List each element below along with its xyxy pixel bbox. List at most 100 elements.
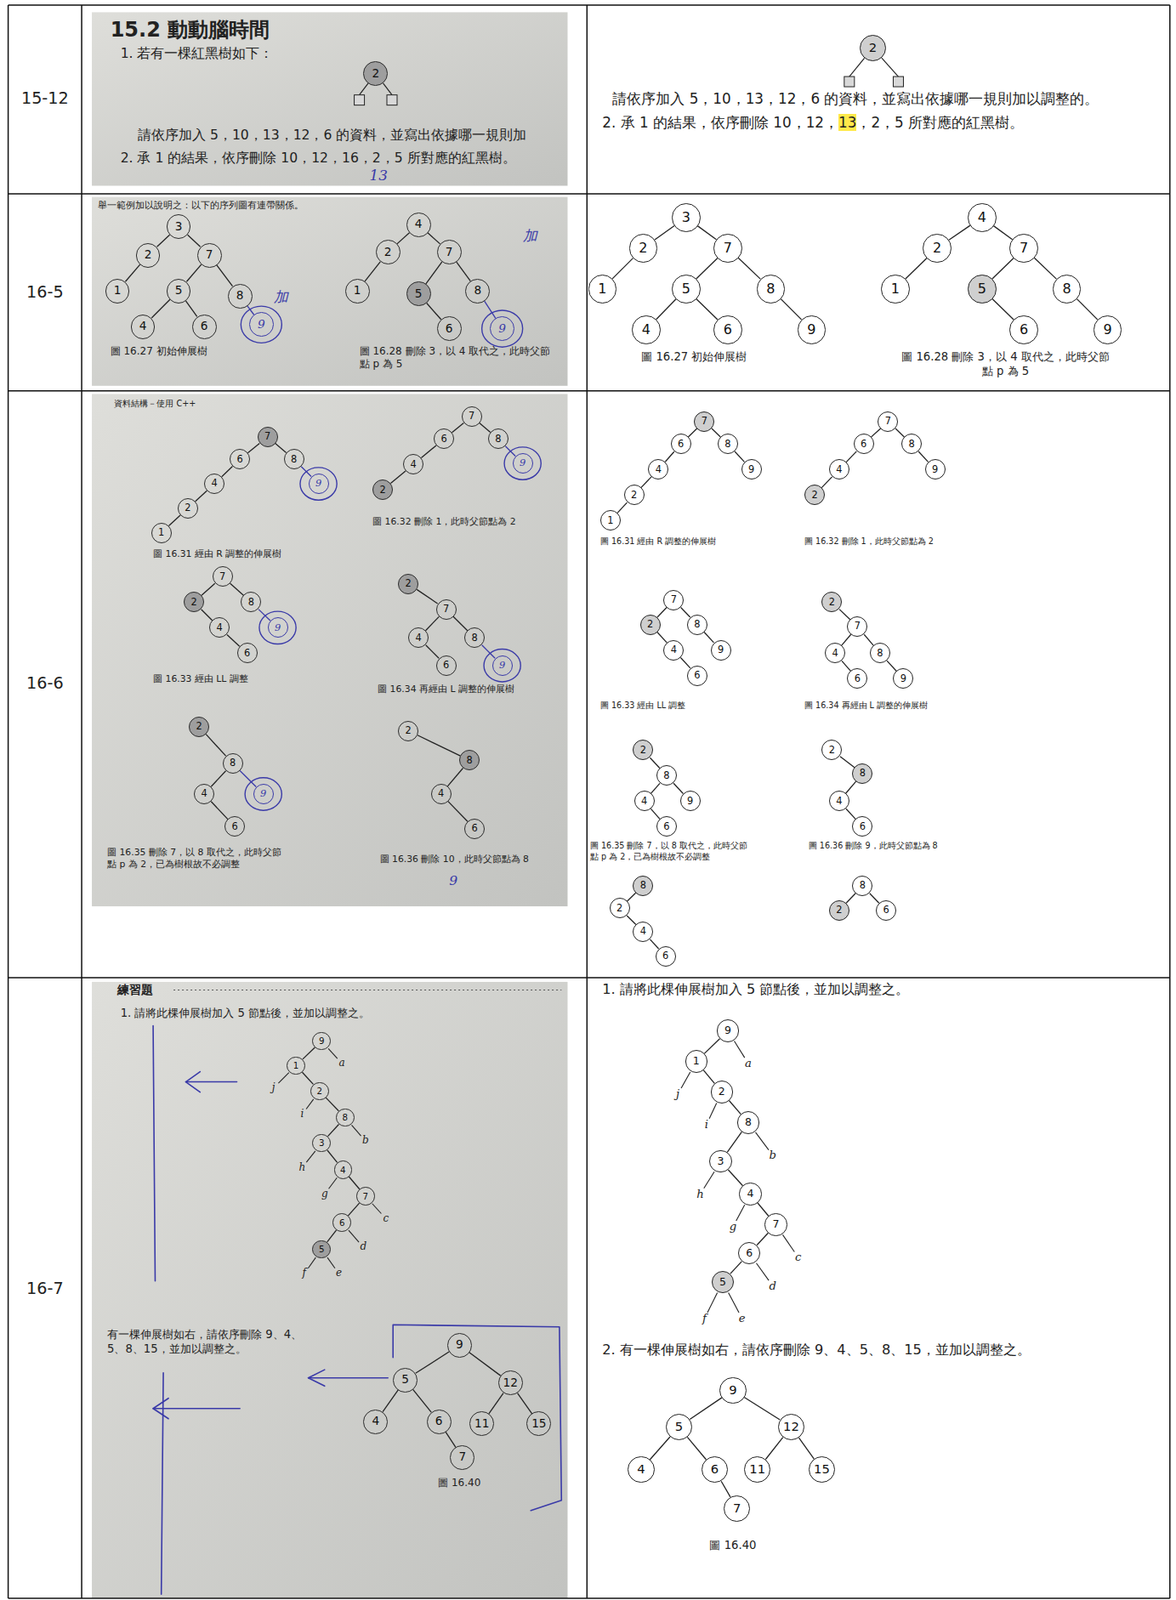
node-key: 7 <box>854 621 861 631</box>
subtree-letter: f <box>302 1266 307 1281</box>
subtree-letter: h <box>696 1187 705 1202</box>
row-label: 16-7 <box>26 1278 64 1301</box>
tree-node: 4 <box>632 921 654 943</box>
subtree-line <box>329 1177 338 1189</box>
tree-node: 2 <box>624 484 645 506</box>
tree-node: 6 <box>436 655 457 677</box>
node-key: 8 <box>466 755 473 766</box>
tree-edge <box>327 1230 337 1243</box>
tree-node: 4 <box>631 315 661 345</box>
subtree-line <box>352 1124 362 1137</box>
node-key: 2 <box>932 241 942 256</box>
tree-edge <box>453 616 468 631</box>
node-key: 15 <box>531 1418 546 1431</box>
tree-edge <box>210 771 226 787</box>
node-key: 2 <box>638 241 648 256</box>
tree-edge <box>992 298 1014 320</box>
node-key: 8 <box>229 758 236 768</box>
node-key: 4 <box>215 623 222 633</box>
figure-caption: 圖 16.33 經由 LL 調整 <box>153 673 249 686</box>
figure-caption: 圖 16.27 初始伸展樹 <box>641 349 747 364</box>
figure-caption: 圖 16.27 初始伸展樹 <box>110 345 208 359</box>
tree-edge <box>124 264 140 282</box>
tree-node: 3 <box>671 203 701 233</box>
handwritten-note: 9 <box>448 872 458 890</box>
node-key: 8 <box>640 880 647 891</box>
tree-node: 8 <box>284 448 305 470</box>
node-key: 11 <box>474 1418 489 1431</box>
tree-node: 7 <box>436 599 457 620</box>
node-key: 4 <box>636 1463 645 1477</box>
tree-edge <box>390 471 406 484</box>
tree-edge <box>780 299 802 320</box>
tree-edge <box>201 609 213 621</box>
tree-edge <box>744 1397 780 1421</box>
node-key: 2 <box>195 721 202 732</box>
tree-edge <box>798 1437 814 1460</box>
node-key: 6 <box>745 1248 753 1260</box>
node-key: 6 <box>1019 323 1029 337</box>
tree-node: 4 <box>967 203 997 233</box>
tree-edge <box>721 1481 731 1498</box>
subtree-letter: i <box>704 1117 709 1132</box>
tree-node: 8 <box>1052 274 1082 304</box>
tree-edge <box>230 583 245 596</box>
photo-background <box>91 197 568 387</box>
tree-node: 2 <box>188 716 210 738</box>
table-rule <box>1169 5 1171 1599</box>
tree-edge <box>426 303 442 320</box>
handwritten-circle <box>483 649 521 682</box>
node-key: 5 <box>401 1374 410 1387</box>
handwritten-note: 加 <box>522 227 538 246</box>
tree-node: 6 <box>687 665 708 687</box>
text-line: 2. 承 1 的結果，依序刪除 10，12，13，2，5 所對應的紅黑樹。 <box>602 113 1024 133</box>
node-key: 2 <box>718 1086 726 1098</box>
node-key: 9 <box>748 465 755 475</box>
figure-caption: 圖 16.31 經由 R 調整的伸展樹 <box>153 548 282 561</box>
exercise-text: 練習題 <box>117 982 154 999</box>
node-key: 6 <box>200 320 209 333</box>
tree-node: 6 <box>853 433 875 455</box>
tree-node: 4 <box>130 314 156 340</box>
tree-edge <box>186 264 201 282</box>
node-key: 6 <box>859 822 866 832</box>
tree-node: 2 <box>821 739 842 761</box>
tree-node: 2 <box>922 233 952 263</box>
handwritten-stroke <box>185 1081 237 1084</box>
tree-node: 9 <box>797 315 827 345</box>
tree-node: 12 <box>778 1414 805 1441</box>
tree-node: 5 <box>665 1414 693 1441</box>
tree-edge <box>382 1390 398 1413</box>
tree-edge <box>187 234 201 247</box>
node-key: 1 <box>158 528 165 538</box>
tree-node: 6 <box>192 314 217 340</box>
tree-node: 4 <box>829 790 850 812</box>
tree-edge <box>905 257 927 279</box>
exercise-text: 15.2 動動腦時間 <box>110 17 271 44</box>
tree-node: 15 <box>808 1456 836 1483</box>
subtree-letter: e <box>738 1311 746 1326</box>
subtree-letter: c <box>795 1249 802 1265</box>
photo-background <box>91 11 568 186</box>
tree-edge <box>641 477 652 489</box>
row-label: 16-5 <box>26 282 64 304</box>
tree-edge <box>420 445 437 459</box>
node-key: 8 <box>724 439 731 449</box>
subtree-line <box>306 1151 316 1163</box>
tree-node: 6 <box>229 448 250 470</box>
tree-node: 2 <box>804 484 825 506</box>
tree-edge <box>416 589 438 604</box>
subtree-line <box>736 1204 745 1222</box>
node-key: 9 <box>499 660 506 671</box>
tree-node: 4 <box>363 1409 388 1435</box>
tree-edge <box>664 451 675 462</box>
node-key: 8 <box>876 648 883 659</box>
node-key: 15 <box>813 1463 830 1477</box>
tree-node: 8 <box>656 765 677 786</box>
node-key: 9 <box>931 465 938 475</box>
tree-edge <box>703 1070 715 1085</box>
tree-edge <box>654 225 675 239</box>
null-leaf <box>386 95 398 106</box>
